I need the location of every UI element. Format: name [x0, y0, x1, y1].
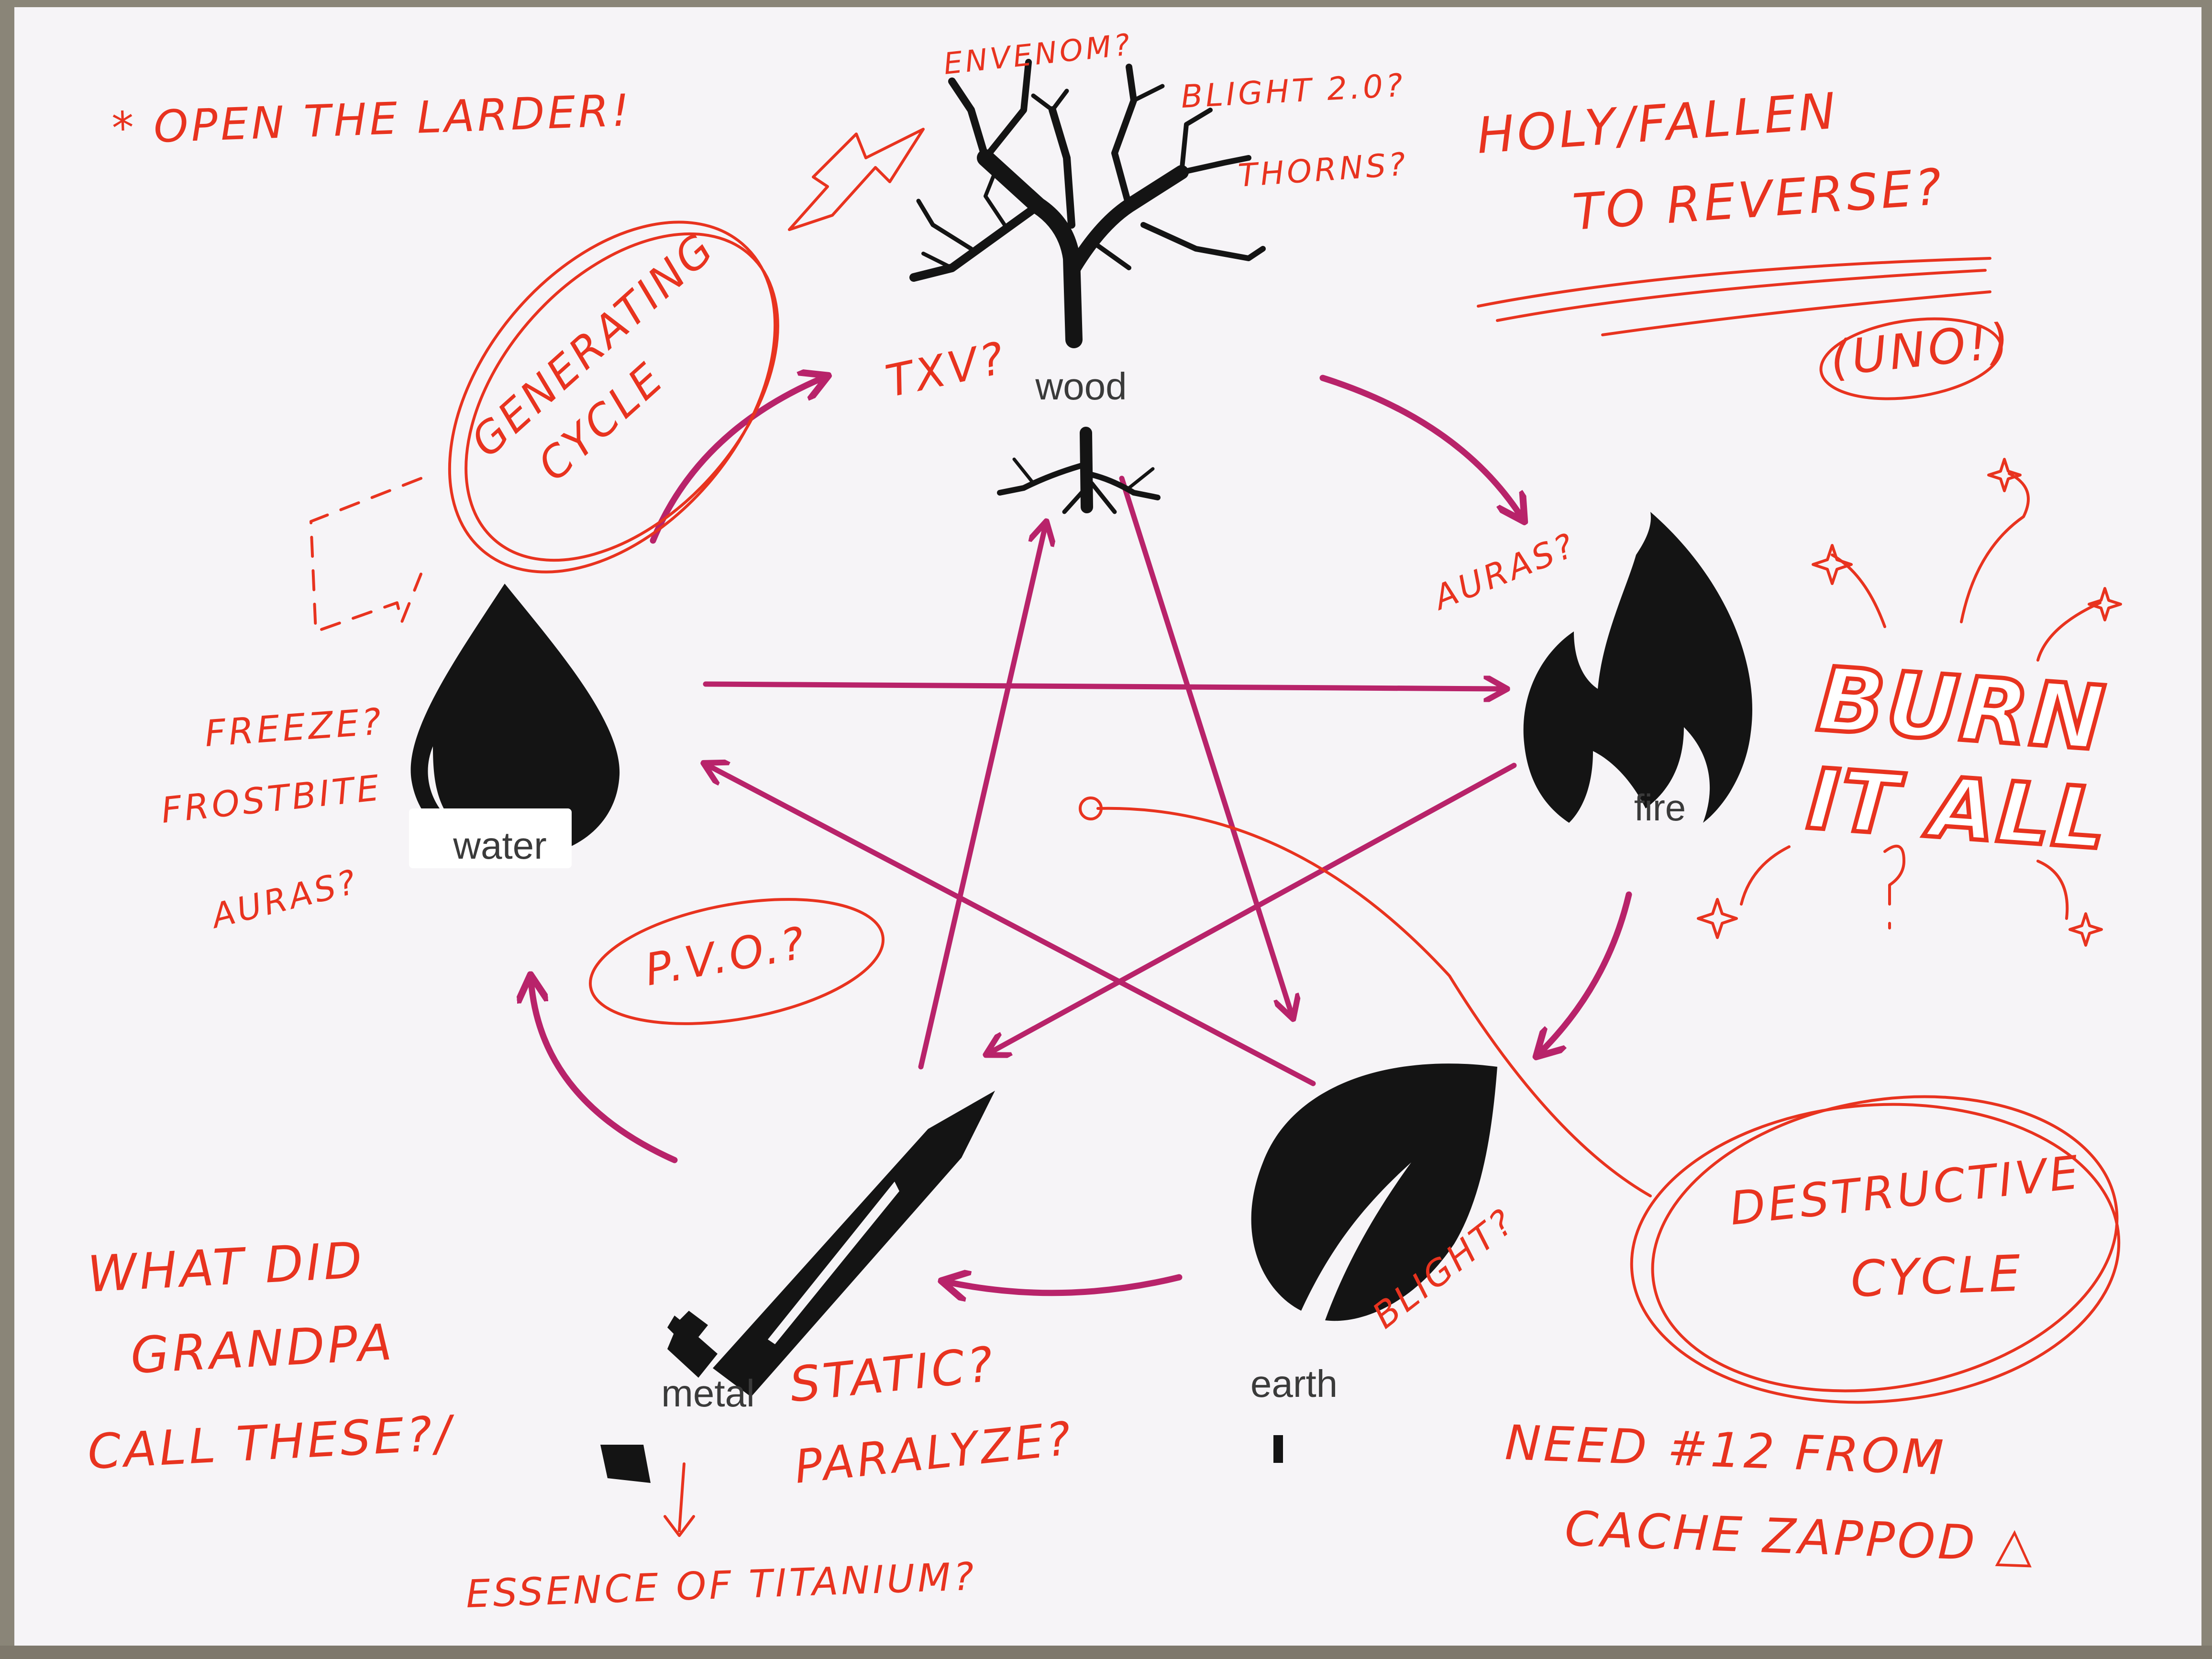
- arrow-metal-to-wood: [918, 526, 1045, 1070]
- star-sparkle-1: [1812, 544, 1853, 585]
- arrow-fire-to-metal: [990, 763, 1517, 1052]
- arrow-water-to-fire: [703, 684, 1502, 689]
- water-label-box: [409, 808, 572, 868]
- link-star-center-to-destructive: [1096, 807, 1652, 1197]
- fire-label: fire: [1634, 786, 1686, 829]
- wood-label: wood: [1035, 365, 1127, 408]
- roots-icon: [997, 427, 1161, 514]
- star-sparkle-2: [1987, 458, 2022, 492]
- generating-cycle-circle: [448, 221, 777, 574]
- sparkle-4: [1740, 845, 1791, 906]
- earth-stem: [1273, 1435, 1283, 1463]
- destructive-cycle-arrows: [703, 476, 1517, 1086]
- paper-shadow: [0, 1646, 2212, 1659]
- underline-holy-2: [1496, 269, 1987, 322]
- water-label: water: [453, 824, 547, 867]
- star-center-dot: [1079, 796, 1103, 820]
- question-mark-doodle: [1883, 844, 1905, 929]
- arrow-wood-to-earth: [1119, 476, 1292, 1014]
- star-sparkle-3: [2088, 587, 2122, 621]
- arrow-earth-to-metal: [947, 1277, 1183, 1293]
- generating-cycle-circle-2: [465, 232, 779, 562]
- tree-icon: [909, 59, 1266, 348]
- sparkle-2: [1960, 472, 2030, 623]
- red-doodles: [310, 128, 2122, 1537]
- water-drop-icon: [410, 584, 620, 857]
- pvo-circle: [588, 898, 885, 1025]
- arrow-to-envenom: [788, 128, 925, 231]
- note-burn: BURN: [1814, 647, 2110, 771]
- dashed-arrow-water: [310, 477, 422, 633]
- flame-icon: [1523, 512, 1753, 823]
- underline-holy-3: [1601, 290, 1991, 336]
- note-it-all: IT ALL: [1804, 751, 2111, 868]
- uno-circle: [1819, 317, 2003, 400]
- sword-icon: [600, 1091, 995, 1483]
- sparkle-3: [2036, 601, 2101, 662]
- arrow-earth-to-water: [708, 765, 1316, 1086]
- arrow-fire-to-earth: [1540, 891, 1632, 1052]
- note-destructive-cycle: CYCLE: [1850, 1244, 2024, 1308]
- generating-cycle-arrows: [531, 375, 1632, 1293]
- earth-label: earth: [1250, 1362, 1338, 1405]
- leaf-icon: [1251, 1063, 1497, 1321]
- sparkle-5: [2036, 860, 2069, 920]
- destructive-circle: [1630, 1103, 2121, 1404]
- arrow-water-to-wood: [650, 378, 823, 544]
- underline-holy-1: [1477, 257, 1991, 308]
- destructive-circle-2: [1651, 1095, 2119, 1393]
- star-sparkle-4: [1697, 898, 1738, 939]
- arrow-wood-to-fire: [1319, 375, 1521, 517]
- note-grandpa: GRANDPA: [129, 1313, 396, 1385]
- note-what-did: WHAT DID: [86, 1231, 366, 1304]
- metal-label: metal: [661, 1372, 755, 1415]
- star-sparkle-5: [2068, 912, 2103, 947]
- arrow-metal-to-water: [531, 981, 678, 1163]
- metal-down-arrow: [664, 1462, 695, 1537]
